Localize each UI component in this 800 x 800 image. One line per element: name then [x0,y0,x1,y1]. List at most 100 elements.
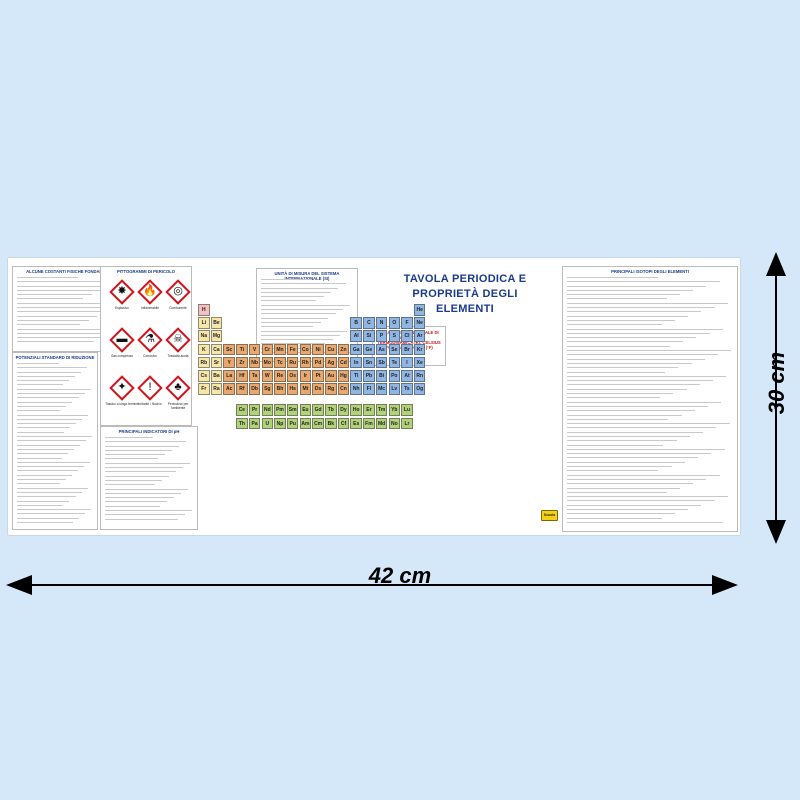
text-line [567,517,662,519]
pictograms-panel: PITTOGRAMMI DI PERICOLO ✸Esplosivo🔥Infia… [100,266,192,426]
element-cell: Hs [286,383,299,395]
element-cell: Am [299,417,312,430]
units-title: UNITÀ DI MISURA DEL SISTEMA INTERNAZIONA… [274,271,340,281]
element-cell: Pr [248,404,261,416]
element-cell: Li [198,317,210,329]
element-cell: I [401,356,413,369]
text-line [17,466,84,468]
element-cell: Cf [337,417,350,430]
text-line [567,448,725,450]
element-cell: Th [236,417,248,430]
text-line [17,384,63,386]
text-line [105,454,165,456]
text-line [261,326,314,328]
indicators-title: PRINCIPALI INDICATORI DI pH [118,429,180,434]
text-line [105,449,172,451]
element-cell: Dy [337,404,350,416]
text-line [261,283,346,285]
text-line [17,302,124,304]
element-cell: Zr [236,356,248,369]
text-line [567,466,672,468]
text-line [17,444,81,446]
text-line [17,294,92,296]
element-cell: Zn [337,343,350,356]
element-cell: Ne [413,317,426,329]
element-cell: Fr [198,383,210,395]
hazard-pictogram: 🔥Infiammabile [137,279,163,310]
text-line [17,483,60,485]
text-line [105,514,186,516]
element-cell: Mg [210,330,223,342]
hazard-pictogram: ☠Tossicità acuta [165,327,191,358]
element-cell: Pb [363,370,375,382]
element-cell: Ba [210,370,223,382]
element-cell: Cn [337,383,350,395]
publisher-logo: Scuola [541,510,558,521]
indicators-lines [105,437,193,523]
text-line [261,339,333,341]
hazard-label: Infiammabile [140,306,160,310]
text-line [567,371,665,373]
element-cell: Sg [261,383,274,395]
text-line [105,518,179,520]
text-line [567,453,712,455]
hazard-label: Comburente [169,306,187,310]
text-line [17,337,103,339]
element-cell: Se [388,343,401,356]
element-cell: Db [248,383,261,395]
element-cell: Fl [363,383,375,395]
text-line [567,474,720,476]
text-line [567,289,694,291]
element-cell: Lr [401,417,413,430]
text-line [567,431,704,433]
text-line [105,497,174,499]
element-cell: Sc [223,343,235,356]
text-line [17,405,67,407]
text-line [567,277,659,278]
element-cell: At [401,370,413,382]
text-line [17,371,81,373]
width-arrow-left-head [6,575,32,595]
element-cell: Md [375,417,388,430]
element-cell: Mc [375,383,388,395]
text-line [105,441,186,443]
element-cell: Nh [350,383,362,395]
element-cell: Cm [312,417,324,430]
text-line [567,401,722,403]
pictograms-title: PITTOGRAMMI DI PERICOLO [116,269,176,274]
element-cell: Cl [401,330,413,342]
text-line [567,380,714,382]
element-cell: Ti [236,343,248,356]
element-cell: Pm [274,404,286,416]
text-line [567,328,724,330]
text-line [567,418,669,420]
element-cell: Sb [375,356,388,369]
text-line [567,461,685,463]
element-cell: Ag [325,356,337,369]
element-cell: Hf [236,370,248,382]
element-cell: Mn [274,343,286,356]
text-line [17,414,89,416]
potentials-panel: POTENZIALI STANDARD DI RIDUZIONE [12,352,98,530]
text-line [17,436,93,438]
element-cell: La [223,370,235,382]
text-line [17,328,121,330]
text-line [567,337,697,339]
hazard-label: Tossico a lungo termine [105,402,139,406]
element-cell: Pt [312,370,324,382]
text-line [261,304,351,306]
element-cell: Yb [388,404,401,416]
text-line [17,410,61,412]
element-cell: Ni [312,343,324,356]
element-cell: Mt [299,383,312,395]
text-line [567,358,705,360]
text-line [261,317,329,319]
hazard-label: Gas compresso [110,354,134,358]
text-line [261,309,343,311]
element-cell: Ta [248,370,261,382]
text-line [17,427,71,429]
element-cell: Ra [210,383,223,395]
text-line [567,496,729,498]
poster-title-line2: PROPRIETÀ DEGLI ELEMENTI [412,288,518,315]
element-cell: Y [223,356,235,369]
